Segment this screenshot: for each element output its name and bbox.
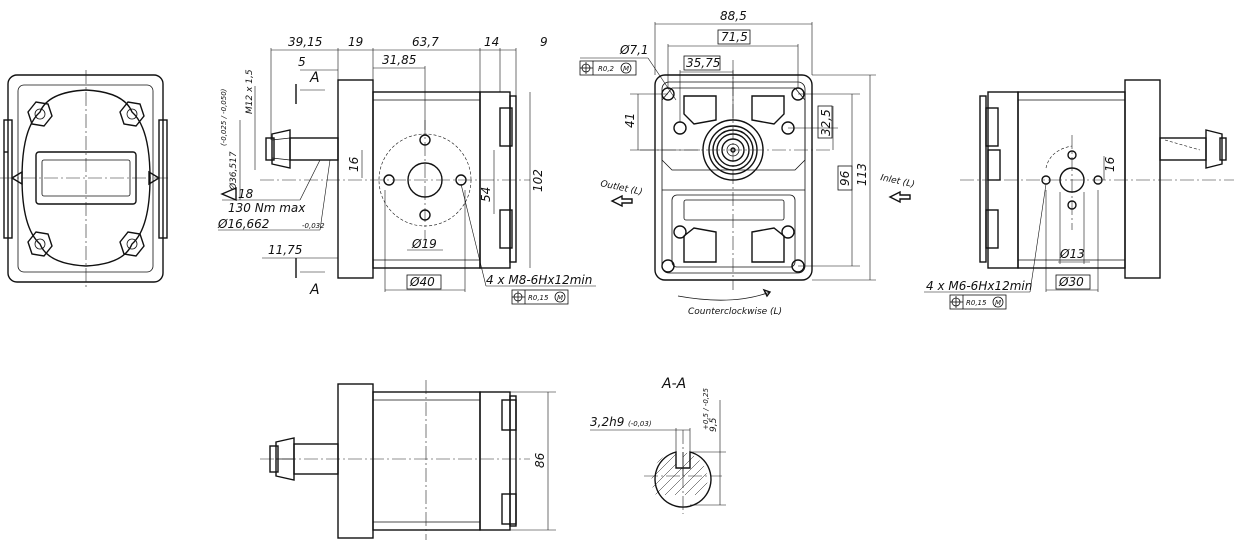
dim-36-517-tol: (-0,025 / -0,050)	[220, 88, 228, 146]
dim-31-85: 31,85	[382, 53, 416, 67]
dim-30: Ø30	[1058, 275, 1084, 289]
dim-9-5-tol: +0,5 / -0,25	[702, 388, 710, 430]
dim-m12: M12 x 1,5	[245, 69, 255, 114]
dim-96: 96	[838, 170, 852, 186]
front-view: 88,5 71,5 35,75 Ø7,1 R0,2 M 41 32,5	[579, 9, 916, 317]
dim-54: 54	[479, 187, 493, 202]
section-mark-a-bottom: A	[309, 282, 320, 298]
dim-71-5: 71,5	[721, 30, 748, 44]
tol-r02: R0,2	[598, 65, 615, 73]
dim-13: Ø13	[1059, 247, 1085, 261]
thread-m6-label: 4 x M6-6Hx12min	[926, 279, 1032, 293]
dim-36-517: Ø36,517	[228, 151, 239, 191]
dim-11-75: 11,75	[268, 243, 302, 257]
dim-18: 18	[238, 187, 254, 201]
dim-113: 113	[855, 163, 869, 186]
thread-m8-label: 4 x M8-6Hx12min	[486, 273, 592, 287]
dim-19: 19	[348, 35, 363, 49]
dim-16-662: Ø16,662	[217, 217, 269, 231]
dim-19-bore: Ø19	[411, 237, 437, 251]
outlet-label: Outlet (L)	[599, 179, 643, 198]
top-view: 86	[260, 380, 556, 540]
dim-9-5: 9,5	[709, 417, 719, 432]
dim-102: 102	[531, 169, 545, 192]
dim-16-side: 16	[347, 156, 361, 172]
dim-7-1: Ø7,1	[619, 43, 649, 57]
key-width: 3,2h9	[590, 415, 624, 429]
dim-86: 86	[533, 452, 547, 468]
dim-14: 14	[484, 35, 499, 49]
section-a-a: A-A 3,2h9 (-0,03) 9,5 +0,5 / -0,25	[590, 376, 726, 514]
tol-r015-b: R0,15	[966, 299, 987, 307]
side-view-left: 39,15 19 63,7 14 9 5 31,85 A A M12 x 1,5…	[217, 35, 596, 305]
rear-view	[0, 70, 170, 288]
side-view-right: 16 Ø13 Ø30 4 x M6-6Hx12min R0,15 M	[924, 79, 1234, 310]
dim-35-75: 35,75	[686, 56, 720, 70]
tol-m-b: M	[623, 65, 629, 73]
tol-r015-a: R0,15	[528, 294, 549, 302]
dim-9: 9	[540, 35, 548, 49]
dim-16-right: 16	[1103, 156, 1117, 172]
key-tol: (-0,03)	[628, 420, 652, 428]
section-title: A-A	[661, 376, 686, 392]
dim-63-7: 63,7	[412, 35, 439, 49]
tol-m-c: M	[995, 299, 1001, 307]
dim-88-5: 88,5	[720, 9, 747, 23]
tol-m-a: M	[557, 294, 563, 302]
dim-5: 5	[298, 55, 306, 69]
section-mark-a-top: A	[309, 70, 320, 86]
dim-16-662-tol: -0,032	[302, 222, 325, 230]
inlet-label: Inlet (L)	[879, 173, 915, 190]
dim-41: 41	[623, 113, 637, 128]
dim-40: Ø40	[409, 275, 435, 289]
dim-39-15: 39,15	[288, 35, 322, 49]
torque-label: 130 Nm max	[228, 201, 306, 215]
dim-32-5: 32,5	[819, 109, 833, 136]
rotation-label: Counterclockwise (L)	[688, 307, 782, 317]
